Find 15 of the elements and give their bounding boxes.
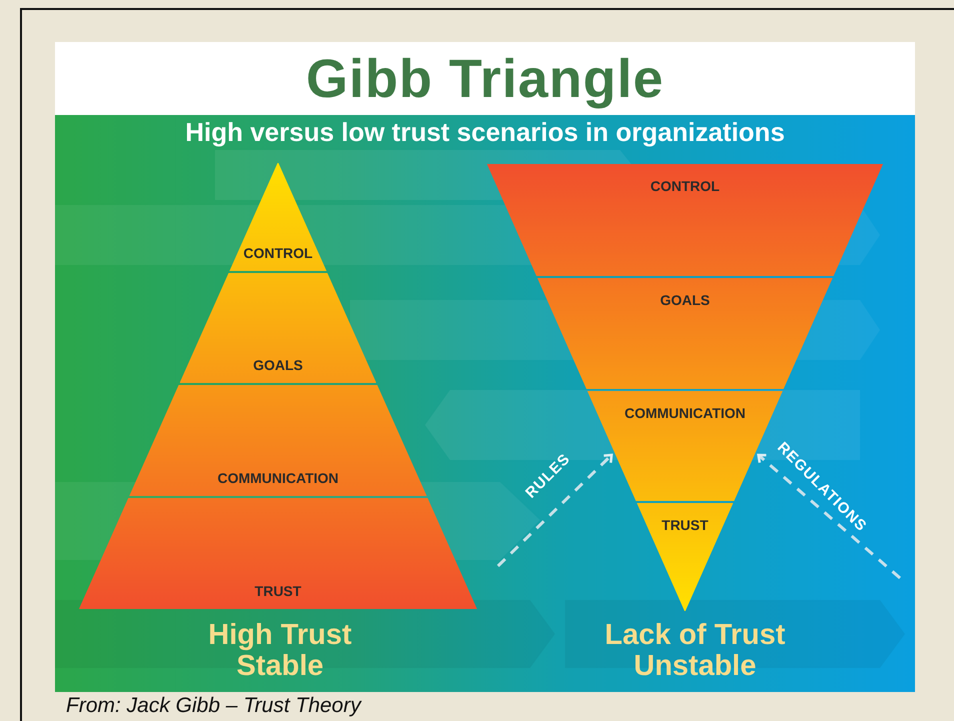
band-label: CONTROL <box>650 178 720 194</box>
title: Gibb Triangle <box>306 48 664 110</box>
triangle-caption: High Trust Stable <box>207 620 353 682</box>
band-label: GOALS <box>660 292 710 308</box>
subtitle: High versus low trust scenarios in organizations <box>184 117 786 148</box>
band-label: COMMUNICATION <box>624 405 746 421</box>
band-label: TRUST <box>254 583 302 599</box>
band-label: COMMUNICATION <box>217 470 339 486</box>
source-caption: From: Jack Gibb – Trust Theory <box>66 694 361 718</box>
dashed-arrow <box>757 454 901 580</box>
band-label: CONTROL <box>243 245 313 261</box>
dashed-arrow <box>496 454 613 568</box>
band-label: TRUST <box>662 517 708 533</box>
triangle-caption: Lack of Trust Unstable <box>604 620 786 682</box>
band-label: GOALS <box>253 357 303 373</box>
